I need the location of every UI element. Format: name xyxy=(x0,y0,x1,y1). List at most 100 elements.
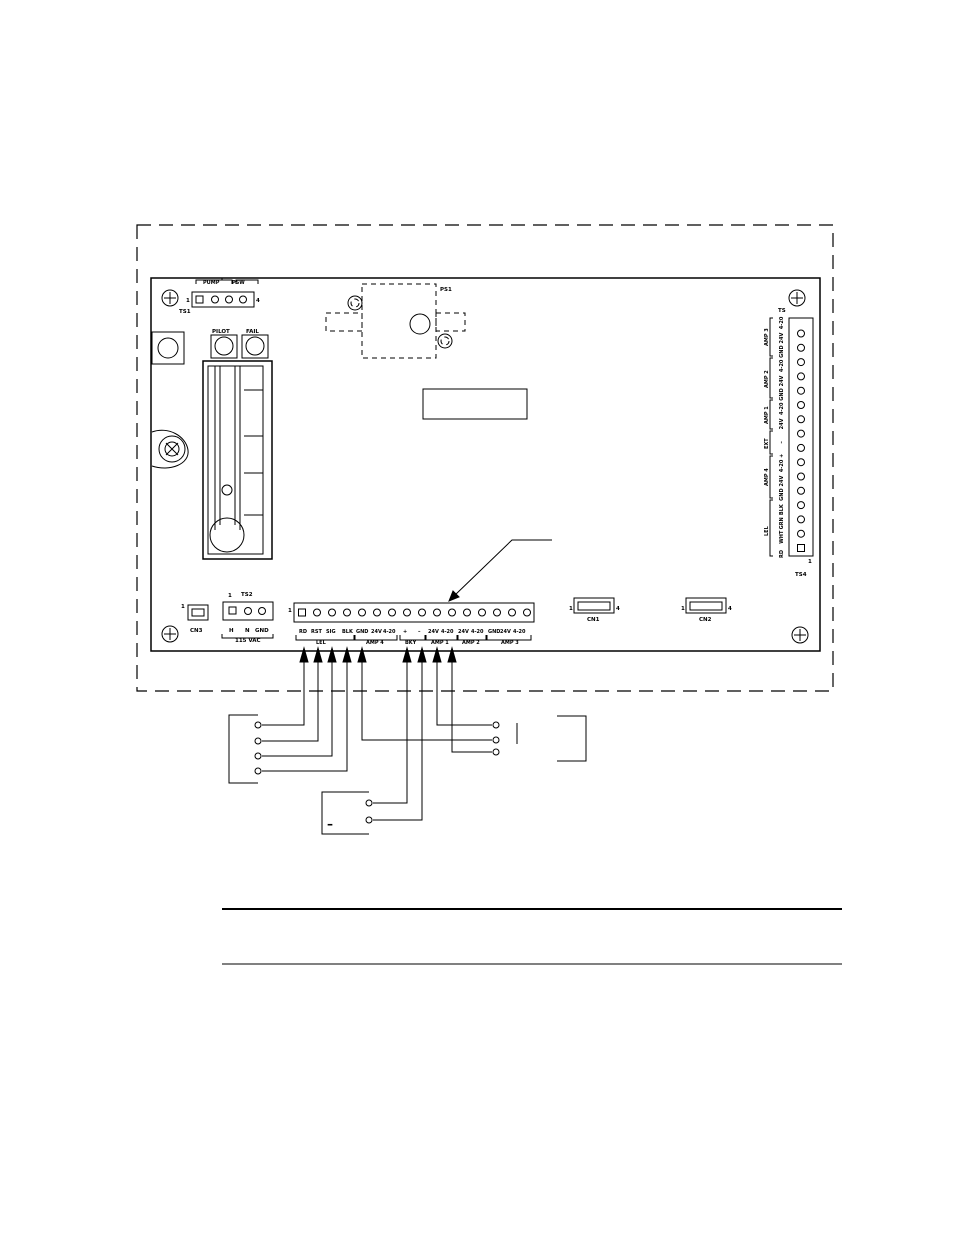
terminal-group-label: AMP 2 xyxy=(764,370,770,388)
terminal-label: GND xyxy=(356,629,368,635)
svg-text:TS: TS xyxy=(778,308,786,314)
terminal-label: 24V xyxy=(371,629,382,635)
terminal-pin xyxy=(797,329,805,338)
wire-arrow-icon xyxy=(432,646,442,663)
terminal-label: RD xyxy=(779,550,785,558)
terminal-group-bracket xyxy=(769,430,773,455)
pressure-switch-ps1: PS1 xyxy=(325,283,466,359)
terminal-label: 4-20 xyxy=(779,316,785,329)
terminal-label: GND xyxy=(779,345,785,357)
terminal-label: 4-20 xyxy=(513,629,526,635)
terminal-pin xyxy=(343,608,351,617)
terminal-pin xyxy=(797,401,805,409)
connector-cn3: 1 CN3 xyxy=(181,604,209,634)
wire-arrow-icon xyxy=(327,646,337,663)
terminal-label: 24V xyxy=(779,418,785,429)
wire-arrow-icon xyxy=(402,646,412,663)
terminal-group-label: AMP 2 xyxy=(462,640,480,646)
svg-text:1: 1 xyxy=(186,298,190,304)
terminal-group-bracket xyxy=(425,635,458,641)
svg-text:PS1: PS1 xyxy=(440,287,452,293)
svg-text:4: 4 xyxy=(256,298,260,304)
terminal-pin xyxy=(797,529,805,538)
pilot-lamp-icon: PILOT xyxy=(210,329,238,359)
terminal-pin xyxy=(797,372,805,381)
terminal-group-label: AMP 1 xyxy=(764,406,770,424)
svg-text:1: 1 xyxy=(808,559,812,565)
svg-text:PILOT: PILOT xyxy=(212,329,230,335)
terminal-pin xyxy=(523,608,531,617)
label-plate xyxy=(422,388,528,420)
terminal-label: BLK xyxy=(779,503,785,515)
svg-text:1: 1 xyxy=(181,604,185,610)
terminal-pin xyxy=(797,544,805,552)
terminal-label: SIG xyxy=(326,629,336,635)
wire-arrow-icon xyxy=(342,646,352,663)
terminal-group-bracket xyxy=(354,635,398,641)
cable-gland-icon xyxy=(151,429,189,469)
pcb-board xyxy=(150,277,821,652)
terminal-pin xyxy=(797,515,805,524)
mount-screw-icon xyxy=(161,289,179,307)
terminal-group-label: AMP 4 xyxy=(366,640,384,646)
callout-arrow xyxy=(448,539,552,602)
svg-text:FAIL: FAIL xyxy=(246,329,259,335)
fail-lamp-icon: FAIL xyxy=(241,329,269,359)
terminal-strip-ts2: 1 TS2 H N GND 115 VAC xyxy=(221,592,274,644)
terminal-pin xyxy=(373,608,381,617)
svg-text:TS1: TS1 xyxy=(179,309,191,315)
terminal-group-bracket xyxy=(769,399,773,430)
terminal-group-label: AMP 3 xyxy=(501,640,519,646)
svg-text:4: 4 xyxy=(616,606,620,612)
terminal-pin xyxy=(797,501,805,510)
terminal-label: 4-20 xyxy=(471,629,484,635)
svg-text:GND: GND xyxy=(255,628,269,634)
terminal-pin xyxy=(433,608,441,617)
terminal-label: + xyxy=(403,629,407,635)
terminal-pin xyxy=(463,608,471,617)
terminal-group-label: AMP 3 xyxy=(764,328,770,346)
terminal-group-label: AMP 1 xyxy=(431,640,449,646)
terminal-group-label: EXT xyxy=(764,438,770,449)
wire-arrow-icon xyxy=(447,646,457,663)
svg-text:115 VAC: 115 VAC xyxy=(235,638,261,644)
terminal-group-label: BKY xyxy=(405,640,417,646)
terminal-label: 24V xyxy=(779,476,785,487)
svg-text:H: H xyxy=(229,628,234,634)
svg-text:–: – xyxy=(327,817,333,831)
terminal-pin xyxy=(298,608,306,617)
terminal-label: RD xyxy=(299,629,307,635)
terminal-group-label: LEL xyxy=(316,640,327,646)
svg-text:PSW: PSW xyxy=(232,280,245,286)
enclosure-outline xyxy=(136,224,834,692)
terminal-label: 24V xyxy=(458,629,469,635)
terminal-pin xyxy=(448,608,456,617)
terminal-pin xyxy=(797,343,805,352)
terminal-pin xyxy=(403,608,411,617)
terminal-label: BLK xyxy=(342,629,354,635)
lel-sensor-terminals xyxy=(228,714,262,784)
battery-terminals: – xyxy=(321,791,373,835)
terminal-label: 4-20 xyxy=(779,402,785,415)
terminal-label: GND xyxy=(779,488,785,500)
mount-screw-icon xyxy=(161,625,179,643)
terminal-pin xyxy=(313,608,321,617)
terminal-group-bracket xyxy=(457,635,487,641)
svg-text:N: N xyxy=(245,628,250,634)
terminal-pin xyxy=(797,472,805,481)
terminal-label: 24V xyxy=(428,629,439,635)
terminal-label: 4-20 xyxy=(779,359,785,372)
transmitter-terminals xyxy=(492,715,587,762)
reset-switch xyxy=(151,331,185,365)
terminal-strip-ts-vertical: TS 1 TS4 xyxy=(778,308,814,578)
terminal-pin xyxy=(493,608,501,617)
flowmeter xyxy=(202,360,273,560)
field-wiring xyxy=(262,646,492,821)
terminal-group-bracket xyxy=(769,499,773,557)
svg-text:1: 1 xyxy=(228,593,232,599)
wire-arrow-icon xyxy=(313,646,323,663)
terminal-group-bracket xyxy=(769,357,773,399)
